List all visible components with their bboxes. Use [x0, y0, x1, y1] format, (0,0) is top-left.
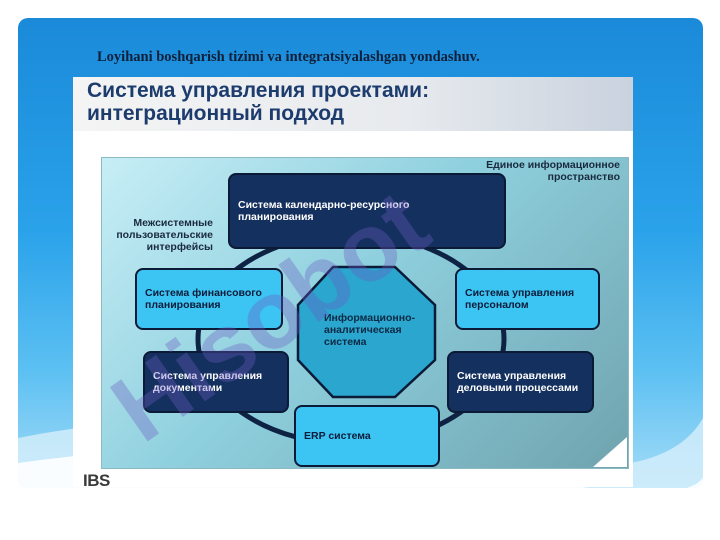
- panel-title-line2: интеграционный подход: [87, 102, 345, 125]
- erp-box: ERP система: [294, 405, 440, 467]
- ibs-logo: IBS: [83, 471, 110, 487]
- panel-header: [73, 77, 633, 131]
- personnel-label: Система управления персоналом: [465, 287, 575, 311]
- page-curl: [593, 437, 627, 467]
- panel-title-line1: Система управления проектами:: [87, 79, 430, 102]
- personnel-box: Система управления персоналом: [455, 268, 600, 330]
- documents-box: Система управления документами: [143, 351, 289, 413]
- calendar-planning-box: Система календарно-ресурсного планирован…: [228, 173, 506, 249]
- analytics-system-label: Информационно-аналитическая система: [324, 312, 416, 348]
- panel-title: Система управления проектами: интеграцио…: [87, 79, 429, 125]
- finance-planning-box: Система финансового планирования: [135, 268, 283, 330]
- unified-space-label: Единое информационное пространство: [486, 159, 620, 183]
- finance-planning-label: Система финансового планирования: [145, 287, 262, 311]
- content-panel: Система управления проектами: интеграцио…: [73, 77, 633, 487]
- erp-label: ERP система: [304, 430, 371, 442]
- calendar-planning-label: Система календарно-ресурсного планирован…: [238, 199, 410, 223]
- interfaces-label: Межсистемные пользовательские интерфейсы: [116, 217, 213, 253]
- slide-subtitle: Loyihani boshqarish tizimi va integratsi…: [97, 49, 480, 65]
- business-processes-box: Система управления деловыми процессами: [447, 351, 594, 413]
- business-processes-label: Система управления деловыми процессами: [457, 370, 579, 394]
- documents-label: Система управления документами: [153, 370, 263, 394]
- center-octagon: [296, 265, 437, 399]
